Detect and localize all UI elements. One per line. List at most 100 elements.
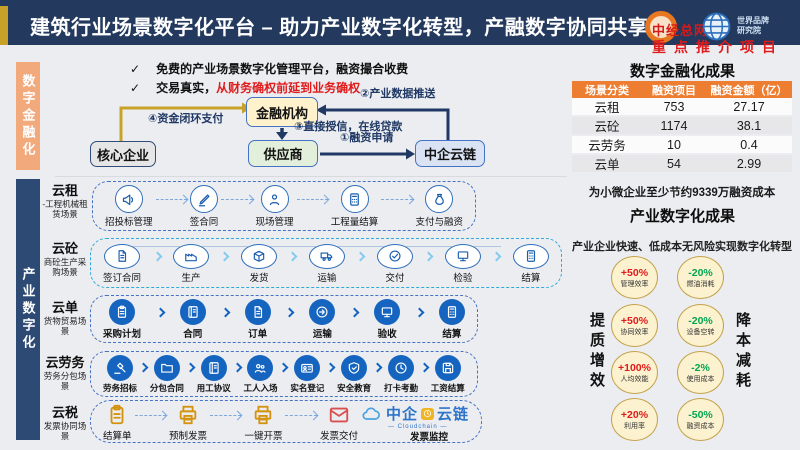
bullet-1-text: 免费的产业场景数字化管理平台，融资撮合收费 — [156, 62, 409, 76]
dashed-arrow-icon — [285, 414, 317, 416]
step-label: 合同 — [183, 329, 203, 340]
process-step: 签合同 — [190, 185, 218, 228]
check-icon: ✓ — [130, 62, 141, 76]
brand-institute-text: 世界品牌 研究院 — [737, 16, 769, 37]
step-label: 用工协议 — [196, 383, 231, 393]
step-label: 实名登记 — [290, 383, 325, 393]
chevron-right-icon — [278, 362, 289, 373]
scenario-label-yuntong: 云砼 商砼生产采购场景 — [40, 238, 90, 277]
step-label: 工资结算 — [430, 383, 465, 393]
step-label: 发货 — [249, 272, 269, 284]
process-step: 发货 — [240, 243, 277, 284]
package-icon — [240, 243, 277, 269]
metric-bubble: -2%使用成本 — [677, 351, 724, 394]
metric-value: -50% — [688, 408, 713, 421]
metric-value: +50% — [620, 266, 649, 279]
chevron-right-icon — [325, 362, 336, 373]
process-step: 用工协议 — [197, 355, 231, 394]
table-row: 云单 54 2.99 — [572, 155, 792, 174]
step-label: 现场管理 — [255, 217, 294, 228]
col-header: 融资金额（亿） — [710, 84, 788, 97]
step-label: 生产 — [181, 272, 201, 284]
calculator-icon — [438, 299, 465, 325]
process-step: 劳务招标 — [103, 355, 137, 394]
step-label: 交付 — [385, 272, 405, 284]
dashed-arrow-icon — [381, 199, 413, 200]
header-bar: 建筑行业场景数字化平台 – 助力产业数字化转型，产融数字协同共享 中经总网 世界… — [0, 0, 800, 45]
document-icon — [104, 243, 140, 269]
recommended-project-stamp: 重点推介项目 — [652, 41, 784, 56]
process-step: 打卡考勤 — [384, 355, 418, 394]
chevron-right-icon — [285, 307, 295, 318]
process-step: 结算 — [438, 299, 465, 340]
contract-sign-icon — [190, 185, 218, 213]
dashed-arrow-icon — [210, 414, 242, 416]
money-bag-icon — [425, 185, 454, 213]
page-title: 建筑行业场景数字化平台 – 助力产业数字化转型，产融数字协同共享 — [30, 17, 649, 39]
cloudchain-logo: 中企 云链 — Cloudchain — 发票监控 — [358, 403, 469, 443]
table-cell: 0.4 — [740, 137, 758, 152]
table-cell: 10 — [667, 137, 681, 152]
scenario-name: 云租 — [51, 183, 78, 198]
chevron-right-icon — [349, 307, 360, 318]
calculator-icon — [512, 243, 549, 269]
process-step: 一键开票 — [244, 403, 282, 442]
table-cell: 1174 — [660, 118, 688, 133]
scenario-desc: 劳务分包场景 — [43, 371, 87, 392]
process-step: 检验 — [444, 243, 481, 284]
process-step: 工资结算 — [431, 355, 465, 394]
chevron-right-icon — [355, 251, 366, 262]
step-label: 运输 — [312, 329, 332, 340]
cost-reduction-vertical-text: 降本减耗 — [734, 312, 750, 392]
metric-bubble: +100%人均效能 — [611, 351, 658, 394]
dashed-arrow-icon — [155, 199, 187, 200]
payroll-disk-icon — [434, 355, 461, 381]
scenario-label-yunshui: 云税 发票协同场景 — [40, 402, 90, 441]
step-label: 招投标管理 — [105, 217, 153, 228]
step-label: 验收 — [377, 329, 397, 340]
check-icon — [376, 243, 413, 269]
metric-value: -20% — [688, 266, 713, 279]
table-row: 云劳务 10 0.4 — [572, 136, 792, 155]
envelope-icon — [326, 403, 352, 427]
metric-label: 使用成本 — [686, 375, 715, 383]
process-step: 工人入场 — [243, 355, 278, 394]
chevron-right-icon — [372, 362, 383, 373]
node-core-enterprise: 核心企业 — [90, 141, 156, 167]
table-cell: 753 — [663, 99, 685, 114]
chevron-right-icon — [138, 362, 149, 373]
factory-icon — [172, 243, 209, 269]
monitor-badge-icon — [420, 407, 434, 420]
one-click-invoice-icon — [250, 403, 276, 427]
megaphone-icon — [114, 185, 143, 213]
step-label: 检验 — [453, 272, 473, 284]
col-header: 融资项目 — [652, 84, 696, 97]
metric-label: 燃油消耗 — [686, 280, 715, 288]
scenario-name: 云单 — [51, 300, 78, 315]
bullet-2-text: 交易真实， — [156, 81, 217, 95]
process-step: 生产 — [172, 243, 209, 284]
scenario-name: 云劳务 — [45, 355, 85, 370]
process-step: 验收 — [374, 299, 401, 340]
table-cell: 云单 — [594, 158, 620, 172]
finance-results-table: 场景分类 融资项目 融资金额（亿） 云租 753 27.17 云砼 1174 3… — [572, 81, 792, 174]
chevron-right-icon — [414, 307, 425, 318]
scenario-label-yunzu: 云租 -工程机械租赁场景 — [40, 180, 90, 219]
metric-label: 人均效能 — [620, 375, 649, 383]
metric-label: 管理效率 — [620, 280, 649, 288]
zhongjing-logo-icon — [645, 11, 677, 43]
metric-bubble: -20%设备空转 — [677, 304, 724, 347]
step-label: 工程量结算 — [330, 217, 379, 228]
flow-label-2: ②产业数据推送 — [360, 88, 436, 100]
chevron-right-icon — [423, 251, 434, 262]
dashed-arrow-icon — [296, 199, 328, 200]
sidebar-digital-finance: 数字金融化 — [16, 62, 40, 170]
chevron-right-icon — [220, 251, 230, 262]
step-label: 劳务招标 — [103, 383, 138, 393]
step-label: 订单 — [248, 329, 268, 340]
table-row: 云砼 1174 38.1 — [572, 117, 792, 136]
cloudchain-logo-sub: — Cloudchain — — [387, 424, 448, 430]
process-row-yuntong: 签订合同 生产 发货 运输 交付 检验 结算 — [90, 238, 562, 288]
gavel-icon — [107, 355, 133, 381]
metric-label: 利用率 — [624, 422, 645, 430]
